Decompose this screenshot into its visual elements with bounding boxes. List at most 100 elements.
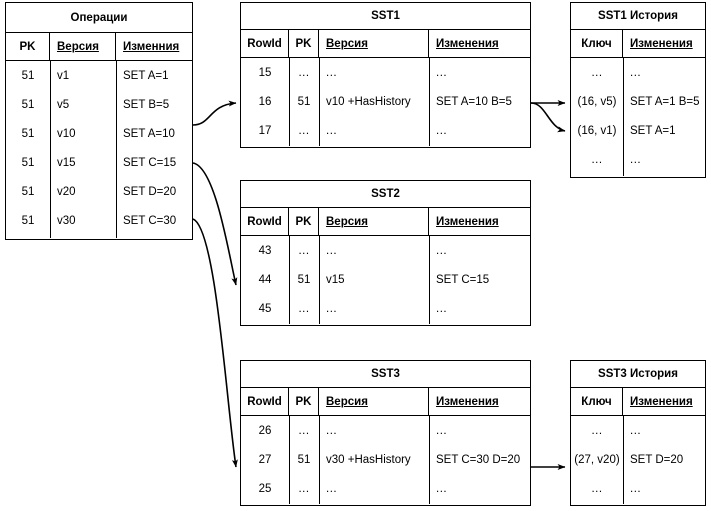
operations-header-version: Версия [50,33,116,60]
sst1-history-table-title: SST1 История [571,3,705,30]
sst1-value-rowid: 17 [258,124,272,137]
sst3-body: 26 ... ... ... 27 51 v30 +HasHistory SET… [241,416,530,504]
sst1-history-value-key: (16, v1) [577,124,617,137]
operations-cell-changes: SET C=30 [123,206,193,235]
sst1-history-col-sep-1 [623,58,624,176]
connector-sst1-to-sst1-history-v1 [530,102,566,133]
sst1-cell-pk: ... [289,116,319,145]
sst3-header-pk: PK [289,388,319,415]
sst3-history-value-key: (27, v20) [574,453,620,466]
sst3-history-cell-changes: ... [630,474,704,503]
sst1-value-rowid: 16 [258,95,272,108]
operations-value-pk: 51 [21,127,35,140]
sst1-value-changes: ... [436,66,448,79]
operations-header-changes-label: Изменния [123,40,180,53]
sst2-value-changes: ... [436,302,448,315]
sst1-body: 15 ... ... ... 16 51 v10 +HasHistory SET… [241,58,530,146]
sst1-value-pk: ... [298,66,310,79]
sst2-cell-changes: ... [436,236,529,265]
operations-cell-changes: SET A=10 [123,119,193,148]
sst2-header-version: Версия [319,208,429,235]
sst3-history-value-changes: ... [630,482,642,495]
sst1-cell-rowid: 15 [241,58,289,87]
sst3-header-pk-label: PK [295,395,312,408]
sst2-cell-version: ... [326,236,426,265]
sst2-cell-rowid: 44 [241,265,289,294]
sst1-history-cell-changes: SET A=1 [630,116,704,145]
sst1-value-version: ... [326,124,338,137]
sst2-header-pk: PK [289,208,319,235]
sst3-header-version-label: Версия [326,395,368,408]
operations-cell-changes: SET B=5 [123,90,193,119]
sst1-col-sep-1 [289,58,290,146]
sst3-cell-version: v30 +HasHistory [326,445,426,474]
sst1-history-cell-changes: SET A=1 B=5 [630,87,704,116]
sst2-value-pk: 51 [297,273,311,286]
sst1-header-changes-label: Изменения [436,37,499,50]
sst3-header-rowid: RowId [241,388,289,415]
sst2-header-rowid: RowId [241,208,289,235]
sst1-header-version-label: Версия [326,37,368,50]
operations-cell-pk: 51 [6,148,50,177]
sst3-cell-rowid: 27 [241,445,289,474]
sst2-value-rowid: 43 [258,244,272,257]
sst1-cell-version: ... [326,58,426,87]
sst2-header-rowid-label: RowId [247,215,282,228]
sst1-value-version: ... [326,66,338,79]
sst1-cell-version: ... [326,116,426,145]
sst1-history-value-key: ... [591,66,603,79]
operations-value-pk: 51 [21,69,35,82]
operations-col-sep-1 [50,61,51,238]
sst3-cell-version: ... [326,416,426,445]
operations-header-pk-label: PK [19,40,36,53]
sst2-col-sep-3 [429,236,430,324]
sst3-header-changes-label: Изменения [436,395,499,408]
sst2-cell-pk: ... [289,294,319,323]
sst2-cell-rowid: 45 [241,294,289,323]
sst3-value-version: v30 +HasHistory [326,453,411,466]
sst1-value-changes: ... [436,124,448,137]
sst3-col-sep-2 [319,416,320,504]
sst1-header-version: Версия [319,30,429,57]
sst3-cell-rowid: 26 [241,416,289,445]
sst3-col-sep-1 [289,416,290,504]
sst2-header-row: RowId PK Версия Изменения [241,208,530,236]
operations-cell-version: v5 [57,90,117,119]
connector-operations-v15-to-sst2 [192,162,238,286]
sst1-history-value-changes: SET A=1 B=5 [630,95,700,108]
operations-value-changes: SET B=5 [123,98,170,111]
sst3-history-table: SST3 История Ключ Изменения ... ... (27,… [570,360,706,506]
operations-value-changes: SET D=20 [123,185,177,198]
operations-value-version: v5 [57,98,70,111]
sst3-history-header-key-label: Ключ [581,395,612,408]
sst3-cell-changes: ... [436,416,529,445]
sst1-cell-version: v10 +HasHistory [326,87,426,116]
operations-header-changes: Изменния [116,33,192,60]
sst3-history-table-title: SST3 История [571,361,705,388]
sst1-value-rowid: 15 [258,66,272,79]
sst3-value-rowid: 25 [258,482,272,495]
sst1-cell-changes: ... [436,58,529,87]
sst3-history-cell-changes: SET D=20 [630,445,704,474]
sst3-history-header-changes-label: Изменения [630,395,693,408]
sst2-header-changes-label: Изменения [436,215,499,228]
operations-cell-changes: SET D=20 [123,177,193,206]
sst1-header-rowid-label: RowId [247,37,282,50]
sst1-col-sep-3 [429,58,430,146]
sst3-history-header-changes: Изменения [623,388,704,415]
operations-value-version: v10 [57,127,76,140]
operations-value-version: v20 [57,185,76,198]
sst2-table: SST2 RowId PK Версия Изменения 43 ... ..… [240,180,531,326]
sst2-value-changes: SET C=15 [436,273,490,286]
sst3-value-pk: ... [298,424,310,437]
operations-value-version: v30 [57,214,76,227]
sst1-table-title: SST1 [241,3,530,30]
operations-value-pk: 51 [21,98,35,111]
sst1-table: SST1 RowId PK Версия Изменения 15 ... ..… [240,2,531,148]
operations-cell-pk: 51 [6,206,50,235]
sst2-cell-pk: ... [289,236,319,265]
sst2-value-version: ... [326,244,338,257]
sst2-header-pk-label: PK [295,215,312,228]
connector-operations-v10-to-sst1 [192,100,237,126]
